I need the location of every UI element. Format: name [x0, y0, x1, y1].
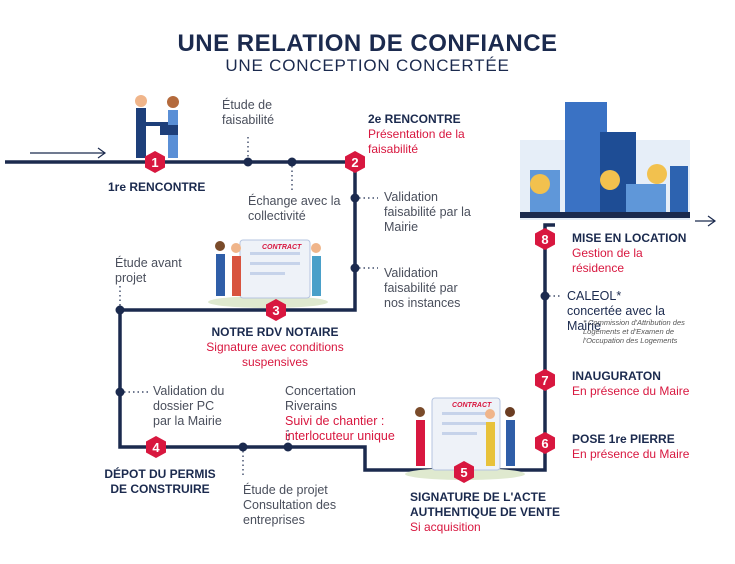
step-2-badge: 2	[343, 150, 367, 174]
step-2-block: 2e RENCONTRE Présentation de la faisabil…	[368, 112, 488, 157]
caleol-footnote: * Commission d'Attribution des Logements…	[583, 318, 685, 345]
step-8-detail: Gestion de la résidence	[572, 246, 643, 275]
step-4-badge: 4	[144, 435, 168, 459]
step-6-badge: 6	[533, 431, 557, 455]
contract-label-5: CONTRACT	[452, 402, 492, 409]
milestone-concertation-block: Concertation Riverains Suivi de chantier…	[285, 384, 405, 444]
milestone-validation-mairie: Validation faisabilité par la Mairie	[384, 190, 471, 234]
step-6-detail: En présence du Maire	[572, 447, 690, 461]
step-5-detail: Si acquisition	[410, 520, 481, 534]
step-7-detail: En présence du Maire	[572, 384, 690, 398]
milestone-etude-avant-projet: Étude avant projet	[115, 256, 182, 285]
page-title: UNE RELATION DE CONFIANCE	[177, 30, 558, 57]
step-3-detail: Signature avec conditions suspensives	[206, 340, 344, 369]
step-3-block: NOTRE RDV NOTAIRE Signature avec conditi…	[200, 325, 350, 370]
step-2-title: 2e RENCONTRE	[368, 112, 461, 126]
step-6-block: POSE 1re PIERRE En présence du Maire	[572, 432, 722, 462]
milestone-etude-projet: Étude de projet Consultation des entrepr…	[243, 483, 337, 527]
milestone-concertation: Concertation Riverains	[285, 384, 356, 413]
step-8-block: MISE EN LOCATION Gestion de la résidence	[572, 231, 702, 276]
milestone-echange-collectivite: Échange avec la collectivité	[248, 194, 341, 223]
step-1-badge: 1	[143, 150, 167, 174]
milestone-etude-faisabilite: Étude de faisabilité	[222, 98, 275, 127]
step-5-block: SIGNATURE DE L'ACTE AUTHENTIQUE DE VENTE…	[410, 490, 580, 535]
step-8-badge: 8	[533, 227, 557, 251]
step-5-badge: 5	[452, 460, 476, 484]
buildings-illustration	[520, 102, 690, 220]
contract-illustration-5	[405, 397, 525, 480]
milestone-caleol: CALEOL* concertée avec la Mairie	[567, 289, 665, 333]
step-5-title: SIGNATURE DE L'ACTE AUTHENTIQUE DE VENTE	[410, 490, 561, 519]
step-1-title: 1re RENCONTRE	[108, 180, 206, 194]
milestone-validation-pc: Validation du dossier PC par la Mairie	[153, 384, 225, 428]
contract-label-3: CONTRACT	[262, 244, 302, 251]
handshake-illustration	[135, 95, 179, 158]
step-2-detail: Présentation de la faisabilité	[368, 127, 465, 156]
step-3-title: NOTRE RDV NOTAIRE	[211, 325, 339, 339]
step-8-title: MISE EN LOCATION	[572, 231, 687, 245]
page-subtitle: UNE CONCEPTION CONCERTÉE	[225, 56, 510, 75]
step-7-badge: 7	[533, 368, 557, 392]
milestone-validation-instances: Validation faisabilité par nos instances	[384, 266, 461, 310]
step-3-badge: 3	[264, 298, 288, 322]
contract-illustration-3	[208, 239, 328, 308]
step-6-title: POSE 1re PIERRE	[572, 432, 675, 446]
milestone-suivi-chantier: Suivi de chantier : interlocuteur unique	[285, 414, 395, 443]
step-7-title: INAUGURATON	[572, 369, 661, 383]
step-7-block: INAUGURATON En présence du Maire	[572, 369, 722, 399]
step-4-title: DÉPOT DU PERMIS DE CONSTRUIRE	[104, 467, 216, 496]
